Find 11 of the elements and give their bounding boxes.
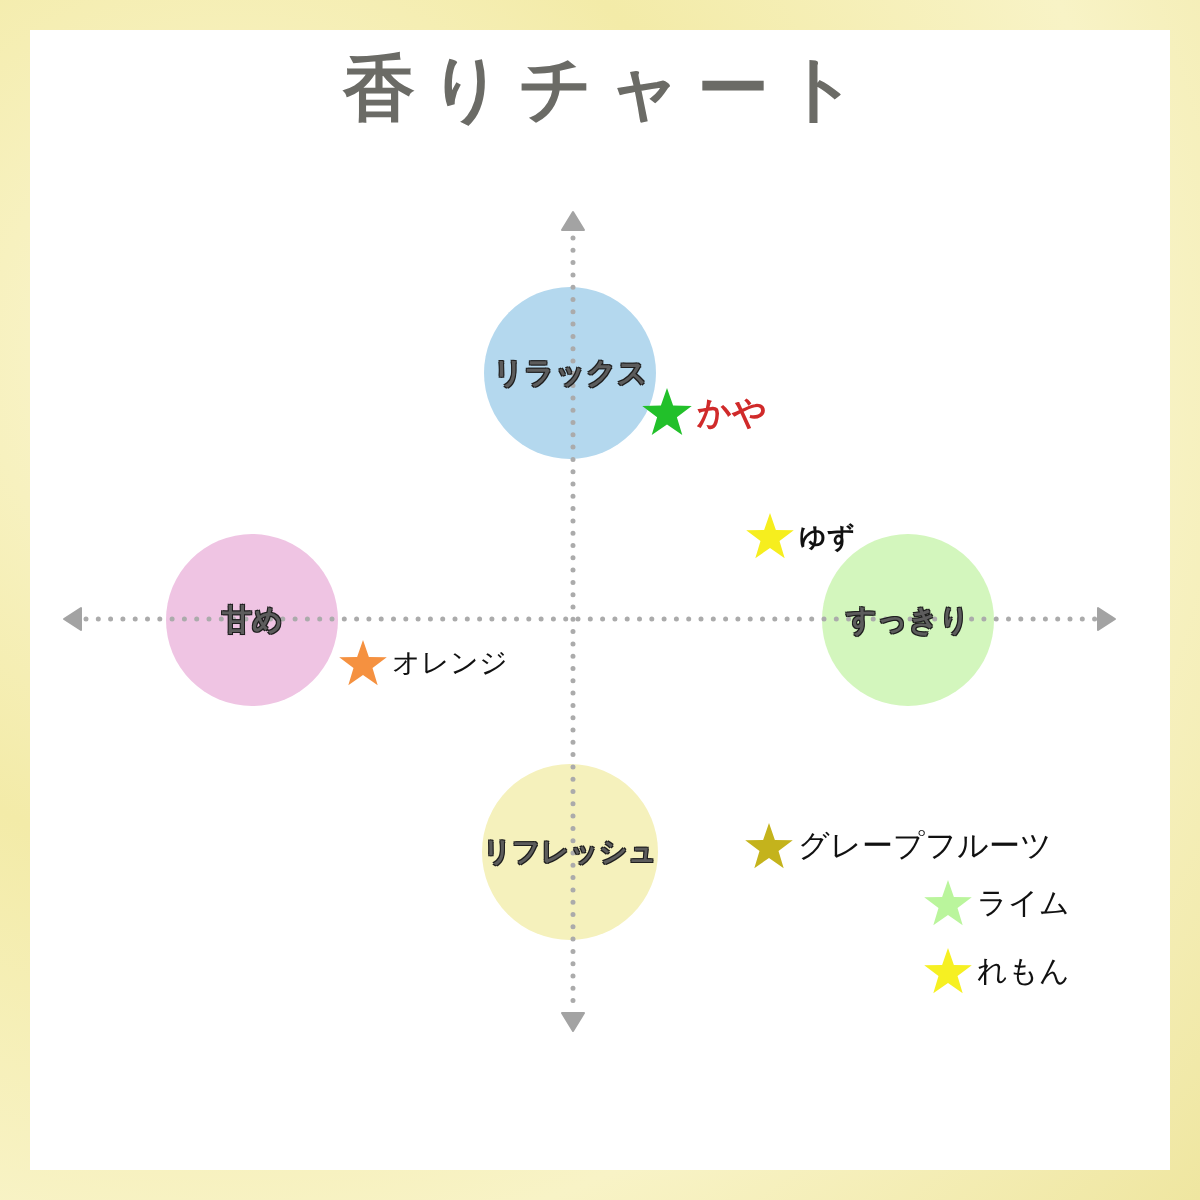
point-label: ゆず xyxy=(799,520,855,552)
category-label: リフレッシュ xyxy=(483,835,657,869)
point-label: かや xyxy=(697,392,767,432)
point-label: グレープフルーツ xyxy=(798,828,1052,865)
point-label: ライム xyxy=(977,886,1070,921)
category-label: 甘め xyxy=(221,602,283,638)
chart-title: 香りチャート xyxy=(341,52,873,124)
point-label: オレンジ xyxy=(392,647,508,680)
point-label: れもん xyxy=(977,954,1070,989)
category-label: すっきり xyxy=(846,602,970,638)
category-label: リラックス xyxy=(492,355,648,391)
